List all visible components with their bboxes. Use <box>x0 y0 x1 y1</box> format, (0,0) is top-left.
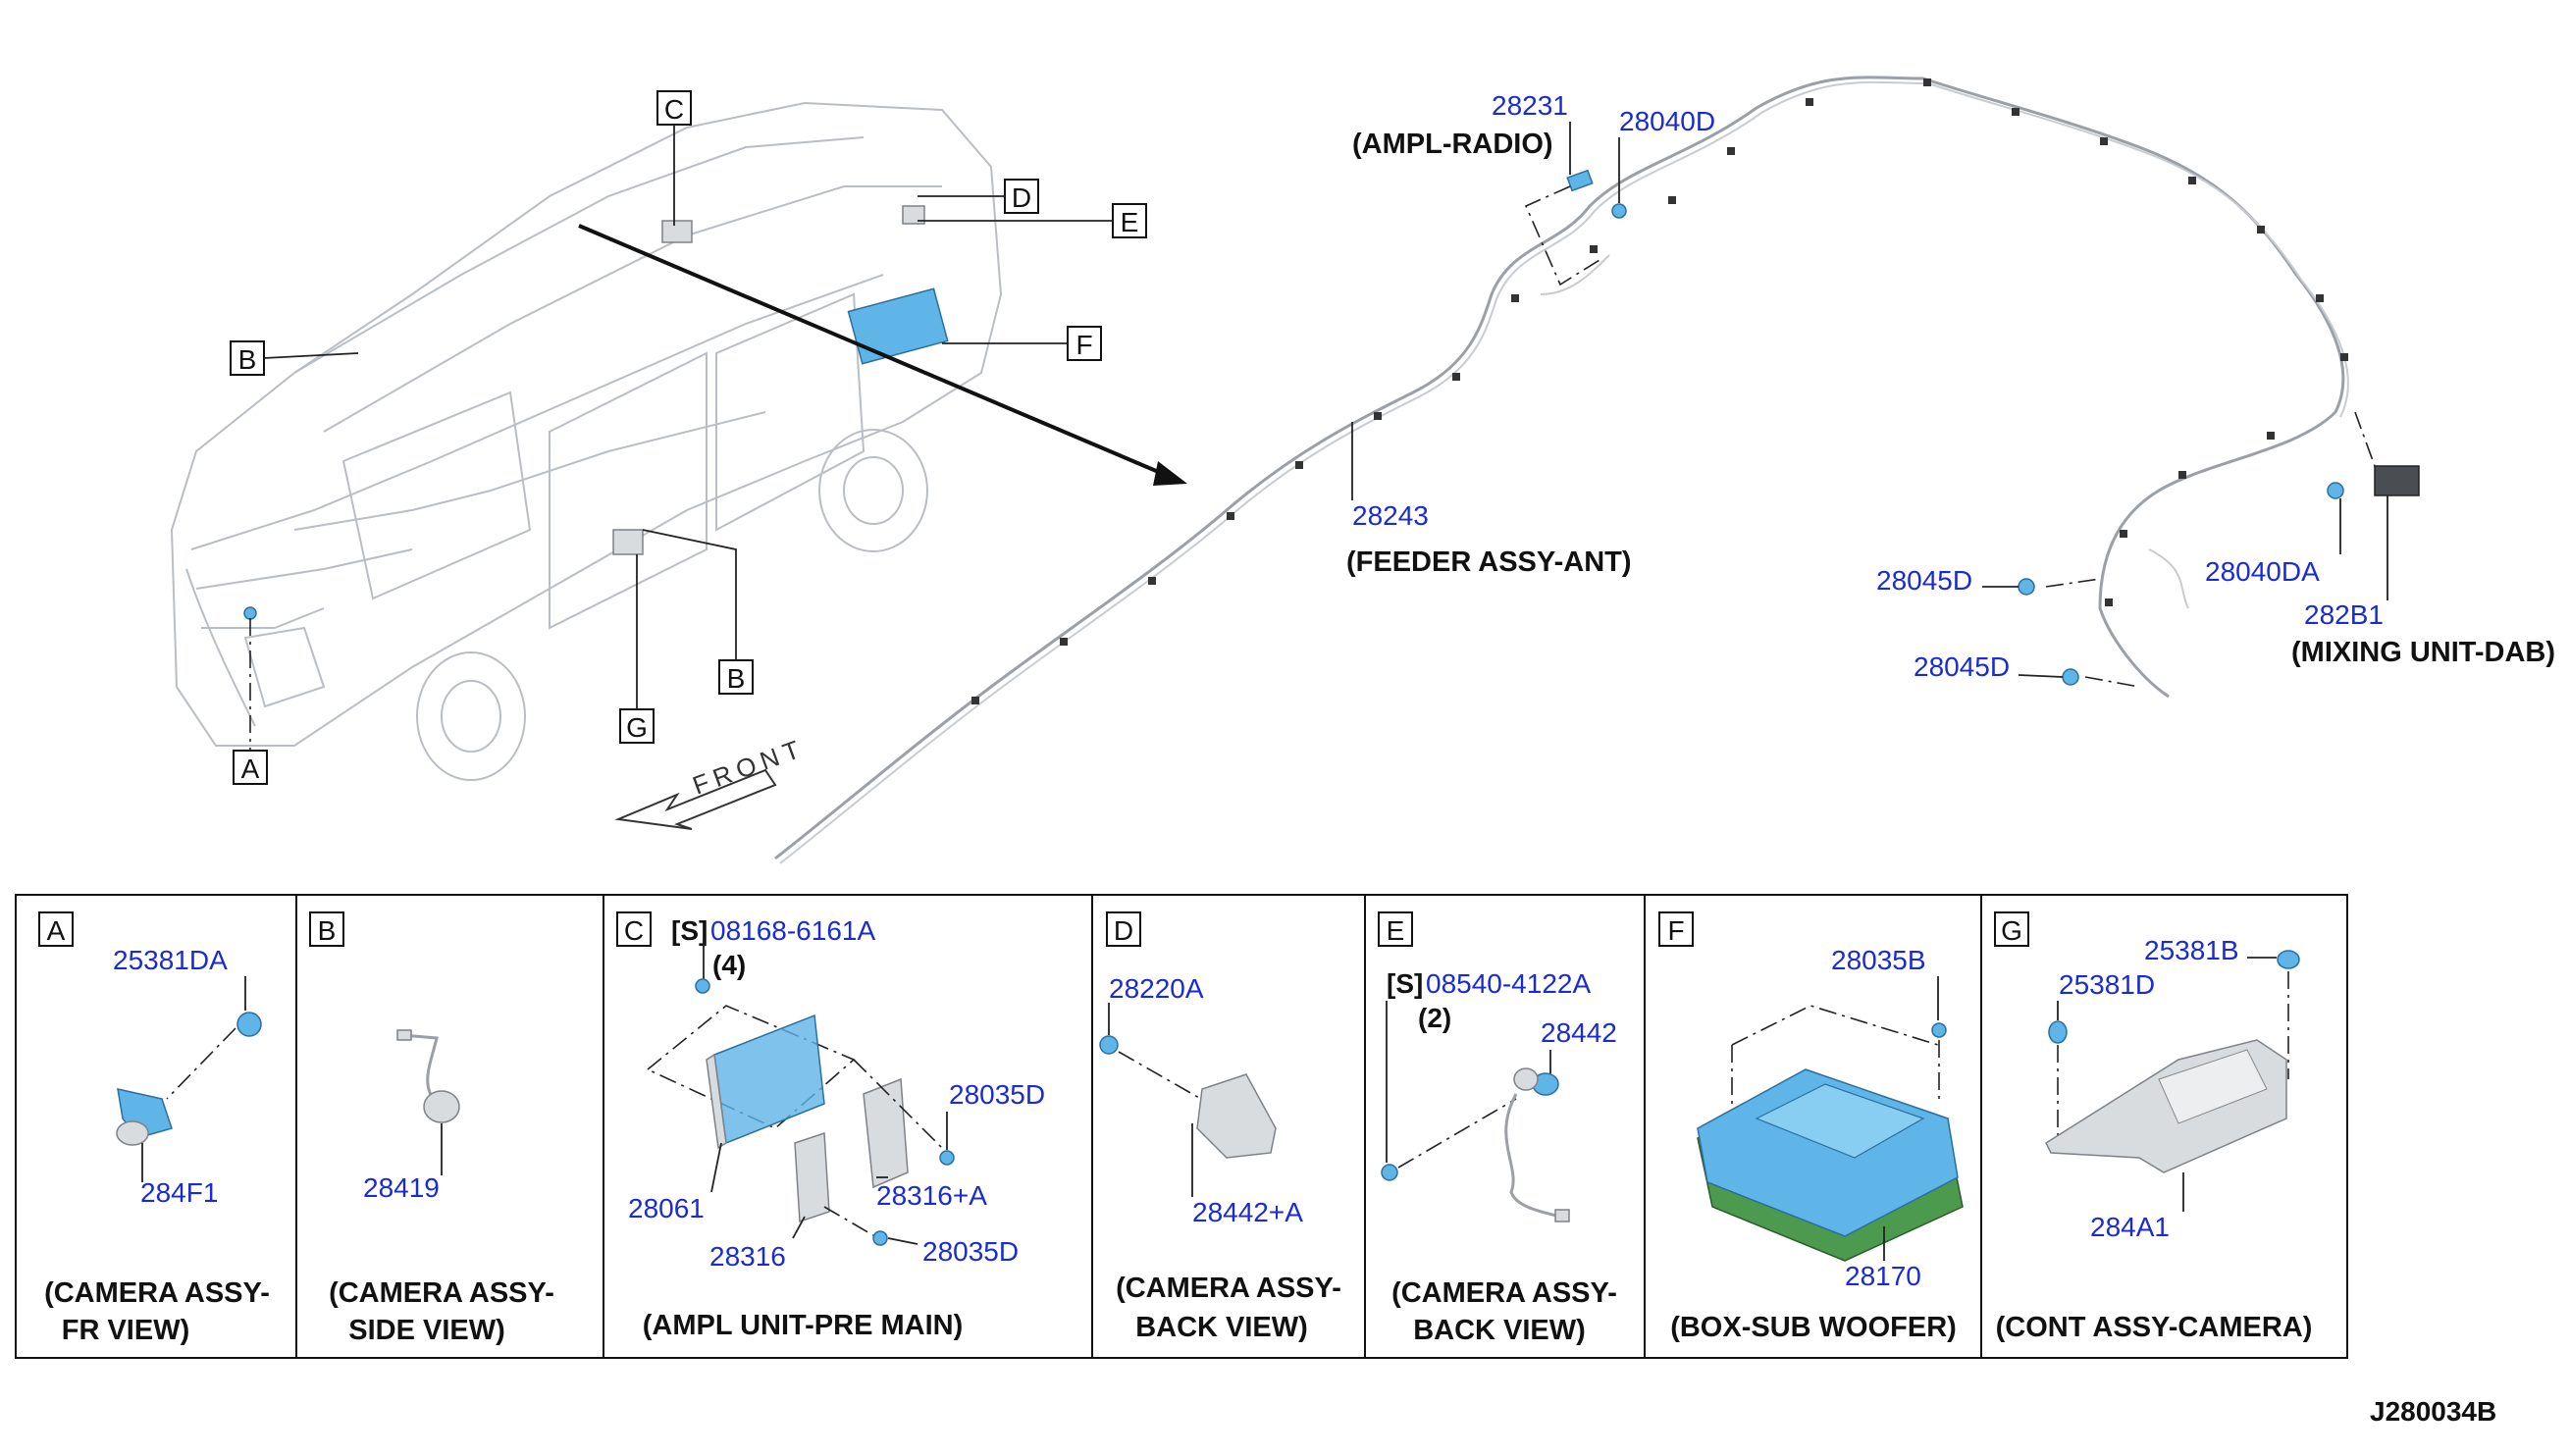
pn-28316-plus-a: 28316+A <box>876 1180 987 1211</box>
pn-28040DA: 28040DA <box>2205 556 2320 587</box>
pn-28061: 28061 <box>628 1193 705 1223</box>
panel-f-caption: (BOX-SUB WOOFER) <box>1670 1312 1957 1343</box>
panel-d-caption-1: (CAMERA ASSY- <box>1116 1273 1341 1304</box>
panel-c-caption: (AMPL UNIT-PRE MAIN) <box>643 1310 964 1341</box>
detail-panels: A 25381DA 284F1 (CAMERA ASSY- FR VIEW) B… <box>15 894 2348 1359</box>
panel-a: A 25381DA 284F1 (CAMERA ASSY- FR VIEW) <box>38 911 270 1346</box>
panel-d: D 28220A 28442+A (CAMERA ASSY- BACK VIEW… <box>1099 911 1341 1343</box>
pn-28442: 28442 <box>1541 1017 1617 1048</box>
panel-g-letter: G <box>2001 915 2022 946</box>
pn-28040D: 28040D <box>1619 106 1715 136</box>
panel-a-caption-1: (CAMERA ASSY- <box>44 1277 270 1309</box>
panel-a-caption-2: FR VIEW) <box>62 1315 190 1346</box>
callout-e: E <box>1121 207 1139 237</box>
pn-28035D-lower: 28035D <box>922 1236 1019 1267</box>
panel-f-letter: F <box>1667 915 1684 946</box>
panel-c: C [S] 08168-6161A (4) 28035D 28316+A 280… <box>616 911 1045 1341</box>
pn-28419: 28419 <box>363 1172 440 1203</box>
pn-28045D-upper: 28045D <box>1876 565 1972 596</box>
pn-28045D-lower: 28045D <box>1914 651 2010 682</box>
panel-b-caption-2: SIDE VIEW) <box>348 1315 505 1346</box>
name-mixing-unit-dab: (MIXING UNIT-DAB) <box>2291 637 2555 668</box>
panel-c-letter: C <box>624 915 644 946</box>
callout-c: C <box>664 94 684 125</box>
pn-25381DA: 25381DA <box>113 945 228 975</box>
pn-284A1: 284A1 <box>2090 1212 2170 1242</box>
panel-b-letter: B <box>318 915 337 946</box>
panel-g-caption: (CONT ASSY-CAMERA) <box>1996 1312 2313 1343</box>
panel-b-caption-1: (CAMERA ASSY- <box>329 1277 554 1309</box>
panel-e-caption-1: (CAMERA ASSY- <box>1391 1277 1617 1309</box>
harness-callouts: 28231 (AMPL-RADIO) 28040D 28243 (FEEDER … <box>1346 90 2555 682</box>
panel-b: B 28419 (CAMERA ASSY- SIDE VIEW) <box>309 911 554 1346</box>
pn-28231: 28231 <box>1492 90 1568 121</box>
panel-f: F 28035B 28170 (BOX-SUB WOOFER) <box>1658 911 1964 1343</box>
panel-e-screw-prefix: [S] <box>1387 968 1423 999</box>
pn-28243: 28243 <box>1352 500 1429 531</box>
panel-e-letter: E <box>1387 915 1405 946</box>
panel-d-caption-2: BACK VIEW) <box>1135 1312 1308 1343</box>
callout-g: G <box>626 712 648 743</box>
panel-g: G 25381B 25381D 284A1 (CONT ASSY-CAMERA) <box>1994 911 2313 1343</box>
callout-f: F <box>1075 330 1092 360</box>
vehicle-callouts: C D E B F B G A FRONT <box>230 90 1187 830</box>
pn-25381B: 25381B <box>2144 935 2239 965</box>
panel-c-qty: (4) <box>712 950 746 980</box>
panel-e: E [S] 08540-4122A (2) 28442 (CAMERA ASSY… <box>1378 911 1617 1346</box>
name-ampl-radio: (AMPL-RADIO) <box>1352 129 1553 160</box>
pn-284F1: 284F1 <box>140 1177 218 1208</box>
callout-b-door: B <box>727 663 746 694</box>
pn-25381D: 25381D <box>2059 969 2155 1000</box>
pn-282B1: 282B1 <box>2304 599 2384 630</box>
panel-c-screw-prefix: [S] <box>671 915 708 946</box>
front-arrow: FRONT <box>614 733 810 830</box>
pn-08168-6161A: 08168-6161A <box>710 915 875 946</box>
panel-a-letter: A <box>47 915 66 946</box>
pn-28316: 28316 <box>709 1241 786 1272</box>
pn-28035B: 28035B <box>1831 945 1926 975</box>
panel-e-caption-2: BACK VIEW) <box>1413 1315 1586 1346</box>
vehicle-illustration <box>170 101 1003 781</box>
pn-08540-4122A: 08540-4122A <box>1426 968 1591 999</box>
panel-e-qty: (2) <box>1418 1003 1451 1033</box>
callout-b-mirror: B <box>238 344 257 375</box>
panel-d-letter: D <box>1114 915 1133 946</box>
feeder-harness <box>774 76 2420 864</box>
pn-28170: 28170 <box>1845 1261 1921 1291</box>
diagram-ref-code: J280034B <box>2370 1396 2496 1427</box>
callout-a: A <box>241 754 260 784</box>
pn-28220A: 28220A <box>1109 973 1204 1004</box>
pn-28442-plus-a: 28442+A <box>1192 1197 1303 1227</box>
callout-d: D <box>1012 182 1031 213</box>
pn-28035D-upper: 28035D <box>949 1079 1045 1110</box>
name-feeder-assy-ant: (FEEDER ASSY-ANT) <box>1346 546 1632 578</box>
front-label: FRONT <box>689 733 810 801</box>
